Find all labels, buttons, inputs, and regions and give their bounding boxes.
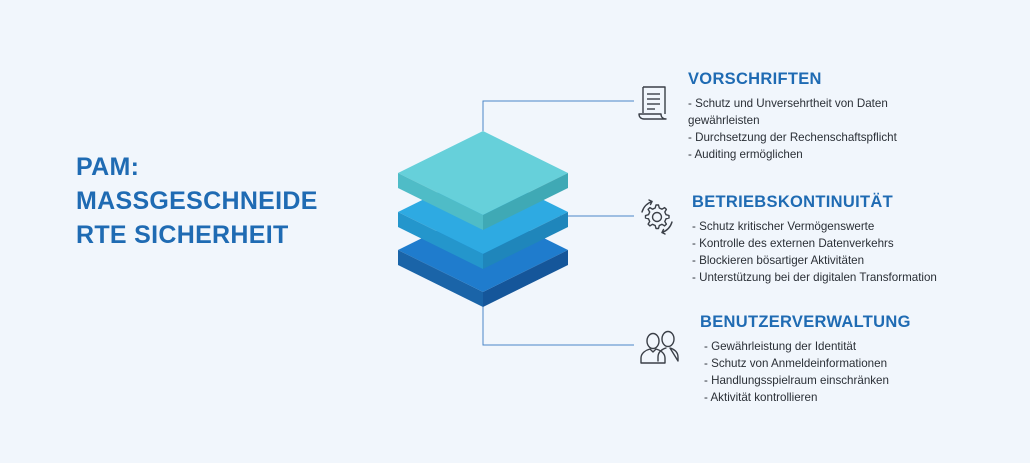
section-heading: VORSCHRIFTEN [688, 70, 822, 88]
connector-benutzerverwaltung [482, 305, 634, 346]
layer-top [398, 131, 568, 230]
section-benutzerverwaltung: BENUTZERVERWALTUNG - Gewährleistung der … [700, 313, 911, 406]
document-icon [638, 86, 667, 120]
list-item: - Aktivität kontrollieren [704, 391, 818, 404]
list-item: - Blockieren bösartiger Aktivitäten [692, 254, 865, 267]
list-item: - Schutz und Unversehrtheit von Daten [688, 97, 888, 110]
list-item: - Gewährleistung der Identität [704, 340, 857, 353]
users-icon [640, 330, 679, 364]
section-vorschriften: VORSCHRIFTEN - Schutz und Unversehrtheit… [688, 70, 897, 163]
list-item: gewährleisten [688, 114, 760, 127]
list-item: - Kontrolle des externen Datenverkehrs [692, 237, 894, 250]
section-list: - Gewährleistung der Identität - Schutz … [700, 338, 911, 406]
list-item: - Schutz kritischer Vermögenswerte [692, 220, 875, 233]
section-list: - Schutz und Unversehrtheit von Daten ge… [688, 95, 897, 163]
page-title: PAM: MASSGESCHNEIDE RTE SICHERHEIT [76, 150, 376, 252]
list-item: - Schutz von Anmeldeinformationen [704, 357, 888, 370]
section-list: - Schutz kritischer Vermögenswerte - Kon… [692, 218, 937, 286]
list-item: - Auditing ermöglichen [688, 148, 803, 161]
list-item: - Handlungsspielraum einschränken [704, 374, 889, 387]
list-item: - Durchsetzung der Rechenschaftspflicht [688, 131, 897, 144]
section-betriebskontinuitaet: BETRIEBSKONTINUITÄT - Schutz kritischer … [692, 193, 937, 286]
section-heading: BENUTZERVERWALTUNG [700, 313, 911, 331]
gear-cycle-icon [641, 199, 673, 235]
connector-vorschriften [482, 100, 634, 131]
title-line-1: PAM: [76, 153, 140, 181]
section-heading: BETRIEBSKONTINUITÄT [692, 193, 893, 211]
title-line-3: RTE SICHERHEIT [76, 221, 289, 249]
title-line-2: MASSGESCHNEIDE [76, 187, 318, 215]
connector-lines [482, 100, 634, 346]
list-item: - Unterstützung bei der digitalen Transf… [692, 271, 937, 284]
